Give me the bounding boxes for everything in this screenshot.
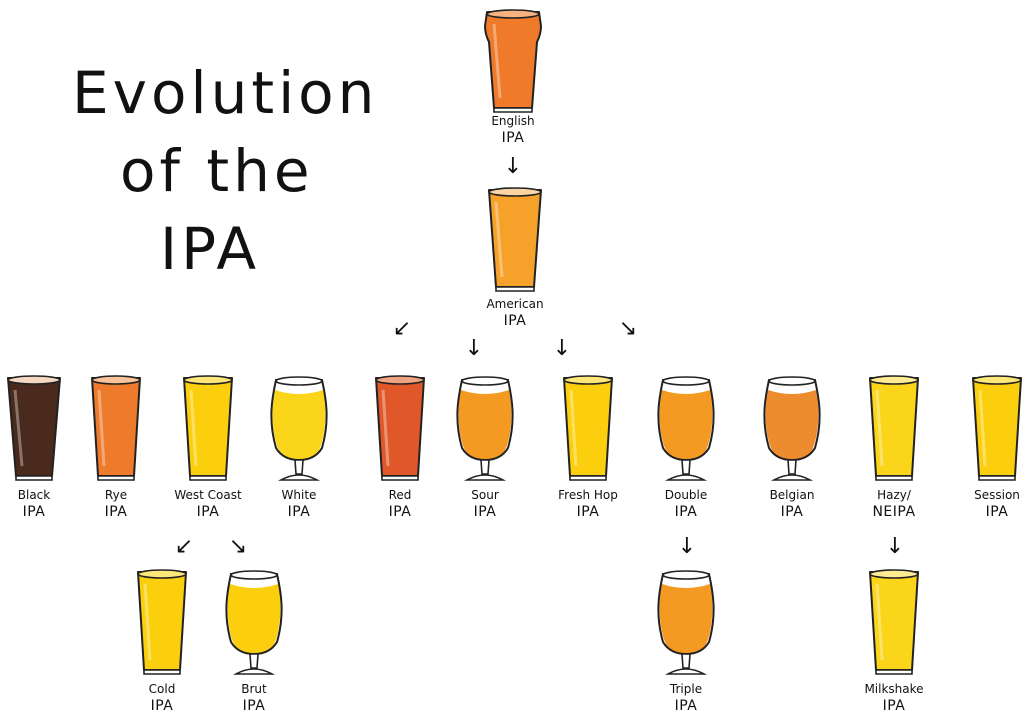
arrow-american-to-sour: ↓ (464, 336, 484, 361)
brut-ipa-glass (225, 570, 283, 675)
arrow-west-coast-to-cold: ↙ (174, 534, 194, 559)
arrow-american-to-fresh-hop: ↓ (552, 336, 572, 361)
arrow-english-to-american: ↓ (503, 154, 523, 179)
title-line-2: of the (120, 137, 314, 205)
american-ipa-glass (488, 187, 542, 292)
red-ipa-glass (375, 375, 425, 481)
west-coast-ipa-glass (183, 375, 233, 481)
session-ipa-glass (972, 375, 1022, 481)
white-ipa-glass (270, 376, 328, 481)
black-ipa-glass (7, 375, 61, 481)
fresh-hop-ipa-glass (563, 375, 613, 481)
arrow-hazy-to-milkshake: ↓ (885, 534, 905, 559)
title-line-1: Evolution (72, 59, 379, 127)
milkshake-ipa-glass (869, 569, 919, 675)
arrow-double-to-triple: ↓ (677, 534, 697, 559)
belgian-ipa-glass (763, 376, 821, 481)
sour-ipa-glass (456, 376, 514, 481)
arrow-american-to-red: ↙ (392, 316, 412, 341)
triple-ipa-glass (657, 570, 715, 675)
title-line-3: IPA (160, 215, 261, 283)
rye-ipa-glass (91, 375, 141, 481)
arrow-west-coast-to-brut: ↘ (228, 534, 248, 559)
cold-ipa-glass (137, 569, 187, 675)
label-hazy-neipa: Hazy/NEIPA (872, 488, 916, 520)
double-ipa-glass (657, 376, 715, 481)
english-ipa-glass (484, 9, 542, 113)
hazy-neipa-glass (869, 375, 919, 481)
arrow-american-to-double: ↘ (618, 316, 638, 341)
